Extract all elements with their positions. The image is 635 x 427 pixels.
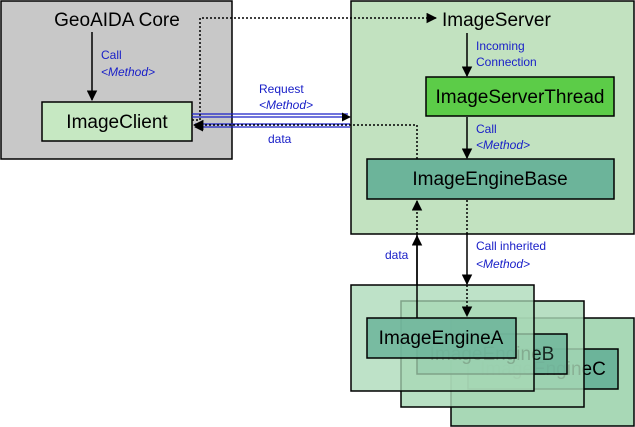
call-label: Call bbox=[101, 48, 122, 62]
image-engine-base-label: ImageEngineBase bbox=[412, 169, 567, 190]
call-inherited-method-label: <Method> bbox=[476, 257, 530, 271]
image-engine-base-box bbox=[366, 158, 615, 200]
connection-label: Connection bbox=[476, 55, 537, 69]
image-server-thread-label: ImageServerThread bbox=[436, 87, 605, 108]
data-top-label: data bbox=[268, 132, 292, 146]
call2-method-label: <Method> bbox=[476, 138, 530, 152]
image-server-title: ImageServer bbox=[442, 10, 551, 31]
image-engine-a-box bbox=[366, 317, 517, 359]
data-bottom-label: data bbox=[385, 248, 409, 262]
call-method-label: <Method> bbox=[101, 65, 155, 79]
incoming-label: Incoming bbox=[476, 39, 525, 53]
dotted-data-path bbox=[192, 119, 418, 159]
image-client-label: ImageClient bbox=[66, 112, 168, 133]
call-inherited-label: Call inherited bbox=[476, 239, 546, 253]
call2-label: Call bbox=[476, 122, 497, 136]
geoaida-core-title: GeoAIDA Core bbox=[54, 10, 180, 31]
image-server-thread-box bbox=[425, 76, 615, 117]
request-method-label: <Method> bbox=[259, 98, 313, 112]
image-engine-a-label: ImageEngineA bbox=[379, 328, 504, 349]
image-client-box bbox=[41, 101, 193, 142]
request-label: Request bbox=[259, 82, 304, 96]
